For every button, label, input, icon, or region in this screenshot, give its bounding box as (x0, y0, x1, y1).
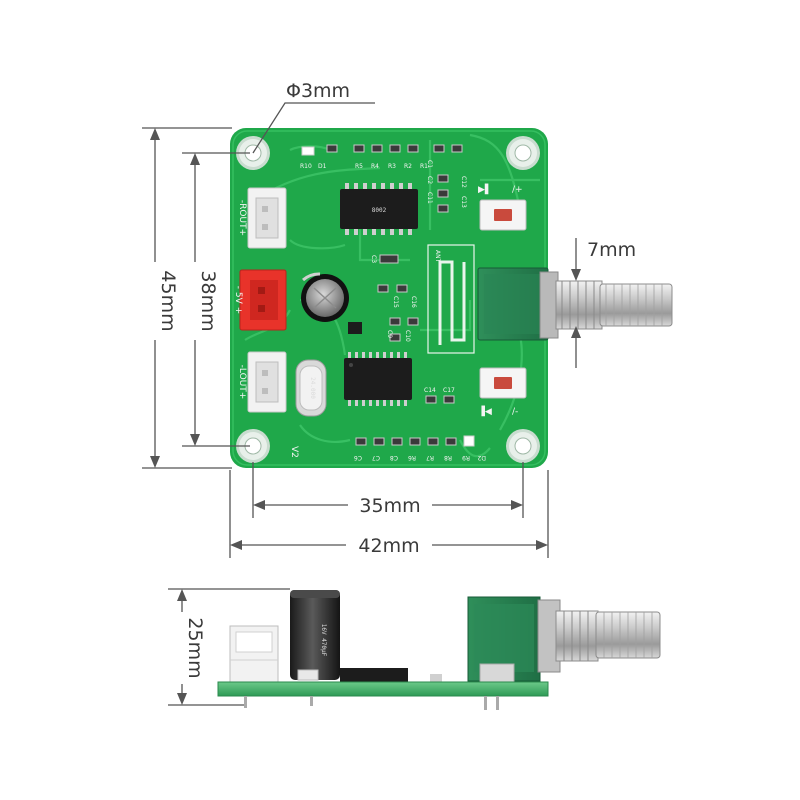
ref-c8: C8 (390, 454, 398, 461)
ref-c10: C10 (404, 330, 411, 342)
side-pins (244, 696, 499, 710)
crystal-label: 24.000 (309, 377, 316, 399)
ref-c17: C17 (443, 387, 455, 394)
ref-d1: D1 (318, 163, 327, 170)
board-side-view: 16V 470μF (217, 590, 661, 710)
ref-c12: C12 (460, 176, 467, 188)
amp-chip-label: 8002 (372, 207, 387, 214)
ref-r7: R7 (426, 454, 434, 461)
lout-label: -LOUT+ (237, 365, 247, 400)
power-connector (239, 269, 287, 331)
rout-label: -ROUT+ (237, 200, 247, 236)
volume-down-button (479, 367, 527, 399)
side-potentiometer (467, 596, 661, 683)
vol-up-label: /+ (512, 185, 523, 195)
knob-length-label: 7mm (587, 239, 636, 261)
mounting-hole-top-right (506, 136, 540, 170)
mounting-hole-bottom-left (236, 429, 270, 463)
ref-r9: R9 (462, 454, 470, 461)
vol-down-label: /- (512, 407, 518, 417)
ref-c7: C7 (372, 454, 380, 461)
hole-spacing-vertical-label: 38mm (197, 270, 219, 331)
ref-c13: C13 (460, 196, 467, 208)
version-label: V2 (289, 446, 299, 458)
ref-r1: R1 (420, 163, 428, 170)
bottom-smd-row (355, 435, 475, 447)
board-height-label: 45mm (157, 270, 179, 331)
side-capacitor: 16V 470μF (290, 590, 340, 680)
ref-d2: D2 (477, 454, 486, 461)
rout-connector (247, 187, 287, 249)
hole-spacing-horizontal-label: 35mm (359, 495, 420, 517)
vol-up-triangle-icon: ▶▌ (478, 183, 492, 195)
mounting-hole-bottom-right (506, 429, 540, 463)
volume-up-button (479, 199, 527, 231)
top-smd-row (301, 144, 463, 213)
ref-c2: C2 (426, 176, 433, 184)
board-top-view: -ROUT+ - 5V + -LOUT+ (230, 128, 673, 468)
crystal-oscillator: 24.000 (295, 359, 327, 417)
side-pcb (217, 681, 549, 697)
ref-c11: C11 (426, 192, 433, 204)
board-width-label: 42mm (358, 535, 419, 557)
ref-r4: R4 (371, 163, 379, 170)
side-crystal (297, 669, 319, 681)
potentiometer (477, 267, 673, 341)
ref-c3: C3 (370, 255, 377, 263)
amplifier-ic: 8002 (340, 183, 418, 235)
vol-down-triangle-icon: ▐◀ (478, 405, 492, 417)
mid-smd-parts (348, 254, 419, 342)
power-label: - 5V + (233, 286, 243, 314)
side-ic (340, 668, 408, 682)
ref-c1: C1 (426, 160, 433, 168)
cap-c14-c17 (425, 395, 455, 404)
ref-c9: C9 (386, 330, 393, 338)
side-connector (229, 625, 279, 683)
bluetooth-ic (344, 352, 412, 406)
ref-r5: R5 (355, 163, 363, 170)
cap-side-label: 16V 470μF (320, 624, 327, 657)
ref-r10: R10 (300, 163, 312, 170)
side-height-label: 25mm (184, 617, 206, 678)
hole-diameter-label: Φ3mm (286, 80, 350, 102)
lout-connector (247, 351, 287, 413)
ref-c15: C15 (392, 296, 399, 308)
ref-c16: C16 (410, 296, 417, 308)
dimension-arrowheads (150, 128, 581, 705)
ref-c6: C6 (354, 454, 362, 461)
ref-r2: R2 (404, 163, 412, 170)
ref-r8: R8 (444, 454, 452, 461)
antenna-label: ANT (434, 250, 441, 263)
side-smd (430, 674, 442, 682)
ref-r6: R6 (408, 454, 416, 461)
ref-c14: C14 (424, 387, 436, 394)
ref-r3: R3 (388, 163, 396, 170)
electrolytic-capacitor (301, 272, 349, 322)
pcb-antenna (427, 244, 475, 354)
